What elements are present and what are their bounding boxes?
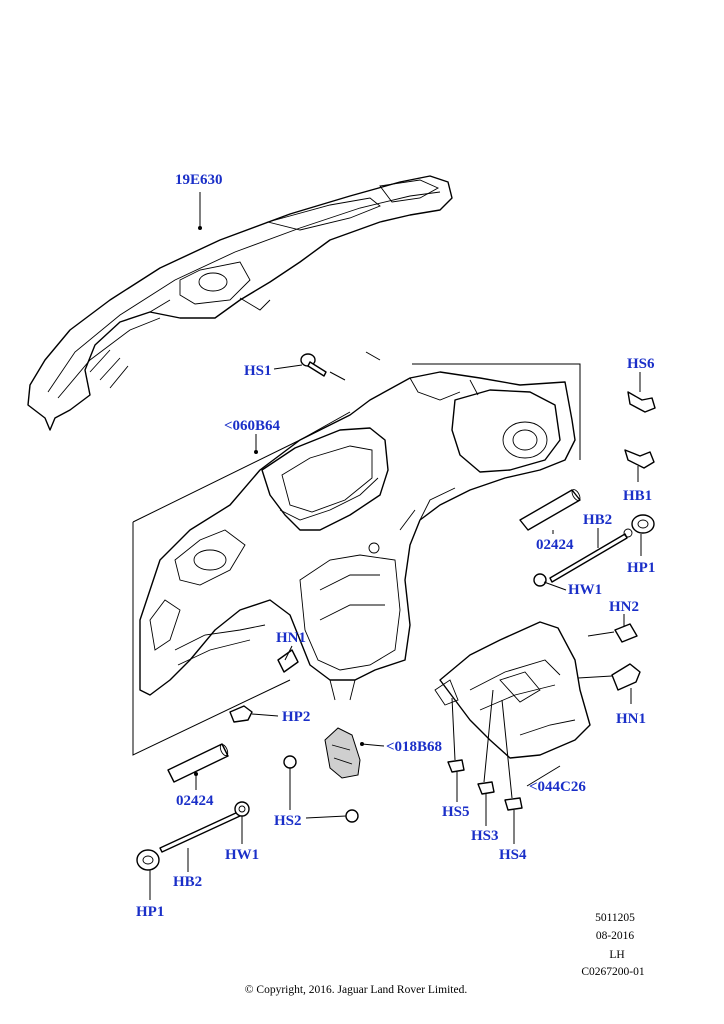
label-02424-left: 02424 <box>176 793 214 809</box>
label-HS2: HS2 <box>274 813 302 829</box>
label-HS4: HS4 <box>499 847 527 863</box>
label-HP1-left: HP1 <box>136 904 164 920</box>
label-HN1-left: HN1 <box>276 630 306 646</box>
label-HW1-left: HW1 <box>225 847 259 863</box>
label-HN2: HN2 <box>609 599 639 615</box>
bolt-hs6 <box>627 391 656 413</box>
label-HW1-right: HW1 <box>568 582 602 598</box>
label-HB2-right: HB2 <box>583 512 612 528</box>
label-HB2-left: HB2 <box>173 874 202 890</box>
lower-bracket <box>434 621 591 759</box>
washer-hw1-left <box>234 801 250 817</box>
diagram-code: 5011205 <box>595 912 635 924</box>
grommet-hp1-right <box>631 514 655 534</box>
label-HB1-right: HB1 <box>623 488 652 504</box>
tube-02424-left <box>167 743 229 783</box>
rod-hb2-right <box>549 528 633 583</box>
clip-hn1-left <box>277 649 299 673</box>
washer-hw1-right <box>533 573 547 587</box>
label-HP1-right: HP1 <box>627 560 655 576</box>
grommet-hp1-left <box>136 849 160 871</box>
label-044C26: <044C26 <box>529 779 586 795</box>
diagram-date: 08-2016 <box>596 930 635 942</box>
label-HS1: HS1 <box>244 363 272 379</box>
push-pin-hp2 <box>229 705 253 723</box>
nut-hn2 <box>614 623 638 643</box>
rod-hb2-left <box>159 804 248 853</box>
screw-hs5 <box>447 759 465 773</box>
screw-hs4 <box>504 797 523 811</box>
instrument-panel-body <box>139 371 576 701</box>
screw-hs1 <box>300 353 327 377</box>
label-HS5: HS5 <box>442 804 470 820</box>
cross-car-beam <box>27 175 453 431</box>
label-060B64: <060B64 <box>224 418 281 434</box>
screw-hs2-bottom <box>345 809 359 823</box>
label-018B68: <018B68 <box>386 739 442 755</box>
label-19E630: 19E630 <box>175 172 223 188</box>
assembly-outline <box>132 351 581 756</box>
diagram-ref: C0267200-01 <box>581 966 645 978</box>
label-HS3: HS3 <box>471 828 499 844</box>
clip-hn1-right <box>611 663 641 691</box>
leader-lines <box>149 192 642 900</box>
bolt-hb1 <box>624 449 655 469</box>
screw-hs3 <box>477 781 495 795</box>
tube-02424-right <box>519 489 581 531</box>
diagram-side: LH <box>609 949 624 961</box>
label-HN1-right: HN1 <box>616 711 646 727</box>
label-02424-right: 02424 <box>536 537 574 553</box>
label-HS6: HS6 <box>627 356 655 372</box>
small-bracket <box>324 727 361 779</box>
screw-hs2-top <box>283 755 297 769</box>
copyright-notice: © Copyright, 2016. Jaguar Land Rover Lim… <box>245 984 468 996</box>
label-HP2: HP2 <box>282 709 310 725</box>
